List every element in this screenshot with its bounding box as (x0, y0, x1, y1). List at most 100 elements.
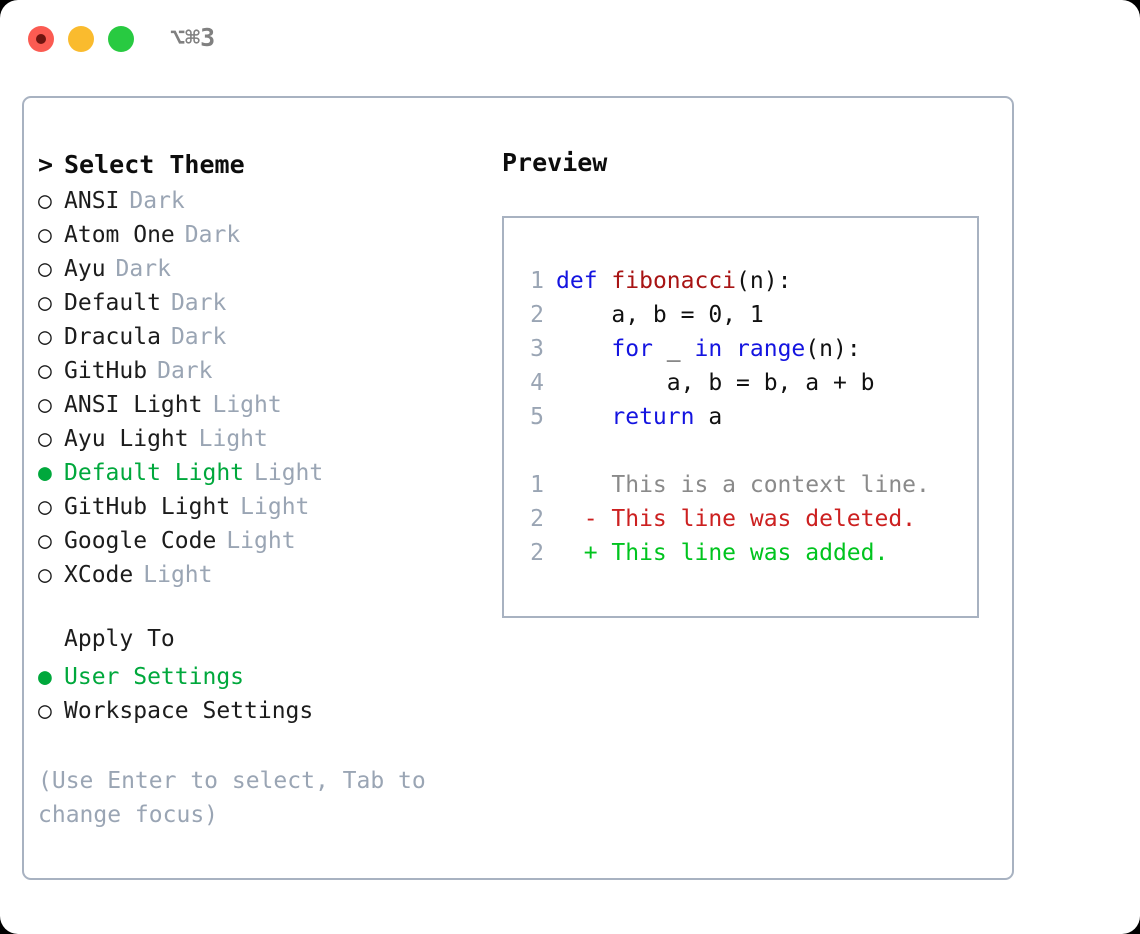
theme-name-label: XCode (64, 562, 134, 588)
prompt-caret-icon: > (38, 150, 54, 179)
preview-gap (518, 434, 930, 468)
apply-to-label: Workspace Settings (64, 698, 314, 724)
code-line: 3 for _ in range(n): (518, 332, 930, 366)
keyboard-shortcut-label: ⌥⌘3 (170, 23, 216, 52)
line-number: 1 (530, 472, 544, 498)
select-theme-header-label: Select Theme (64, 150, 245, 179)
theme-name-label: ANSI Light (64, 392, 203, 418)
code-token: fibonacci (611, 268, 737, 294)
code-indent (556, 302, 611, 328)
code-token: in (694, 336, 723, 362)
title-bar: ⌥⌘3 (0, 0, 1140, 78)
theme-name-label: ANSI (64, 188, 120, 214)
code-token: (n): (736, 268, 792, 294)
theme-list-item[interactable]: ● Default Light Light (38, 456, 493, 490)
radio-unselected-icon: ○ (38, 188, 52, 214)
radio-unselected-icon: ○ (38, 562, 52, 588)
code-token: return (611, 404, 695, 430)
apply-to-item[interactable]: ●User Settings (38, 660, 493, 694)
theme-category-tag: Light (198, 426, 268, 452)
theme-category-tag: Dark (157, 358, 213, 384)
apply-to-label: User Settings (64, 664, 245, 690)
line-number: 1 (530, 268, 544, 294)
radio-unselected-icon: ○ (38, 358, 52, 384)
theme-name-label: Default (64, 290, 161, 316)
theme-category-tag: Dark (115, 256, 171, 282)
theme-list-item[interactable]: ○ ANSI Dark (38, 184, 493, 218)
select-theme-header: > Select Theme (38, 148, 493, 184)
code-line: 2 a, b = 0, 1 (518, 298, 930, 332)
maximize-button-icon[interactable] (108, 26, 134, 52)
diff-text: This line was deleted. (597, 506, 917, 532)
apply-to-header: Apply To (38, 626, 493, 660)
radio-selected-icon: ● (38, 460, 52, 486)
keyboard-hint-text: (Use Enter to select, Tab to change focu… (38, 768, 426, 828)
theme-name-label: Ayu (64, 256, 106, 282)
code-token (598, 268, 612, 294)
close-button-icon[interactable] (28, 26, 54, 52)
theme-category-tag: Dark (170, 290, 227, 316)
theme-category-tag: Dark (170, 324, 227, 350)
theme-name-label: Default Light (64, 460, 245, 486)
apply-to-item[interactable]: ○ Workspace Settings (38, 694, 493, 728)
theme-list-item[interactable]: ○ ANSI Light Light (38, 388, 493, 422)
radio-unselected-icon: ○ (38, 426, 52, 452)
code-token: a (694, 404, 723, 430)
diff-sign: + (556, 540, 598, 566)
minimize-button-icon[interactable] (68, 26, 94, 52)
radio-unselected-icon: ○ (38, 256, 52, 282)
theme-name-label: Dracula (64, 324, 161, 350)
theme-category-tag: Light (226, 528, 296, 554)
diff-sign: - (556, 506, 598, 532)
code-indent (556, 404, 611, 430)
theme-list-item[interactable]: ○ Ayu Dark (38, 252, 493, 286)
diff-line: 2 + This line was added. (518, 536, 930, 570)
code-line: 4 a, b = b, a + b (518, 366, 930, 400)
diff-line: 2 - This line was deleted. (518, 502, 930, 536)
diff-sign (556, 472, 598, 498)
line-number: 5 (530, 404, 544, 430)
radio-unselected-icon: ○ (38, 494, 52, 520)
line-number: 4 (530, 370, 544, 396)
radio-unselected-icon: ○ (38, 392, 52, 418)
code-token (722, 336, 736, 362)
line-number: 2 (530, 302, 544, 328)
theme-list-item[interactable]: ○ GitHub Light Light (38, 490, 493, 524)
list-spacer (38, 592, 493, 626)
theme-name-label: GitHub Light (64, 494, 231, 520)
code-token: range (736, 336, 806, 362)
theme-category-tag: Light (254, 460, 324, 486)
diff-text: This is a context line. (597, 472, 930, 498)
theme-name-label: Atom One (64, 222, 175, 248)
theme-category-tag: Dark (129, 188, 185, 214)
radio-unselected-icon: ○ (38, 528, 52, 554)
line-number: 2 (530, 506, 544, 532)
code-token: for (611, 336, 653, 362)
code-token: (n): (805, 336, 861, 362)
theme-category-tag: Light (240, 494, 310, 520)
radio-unselected-icon: ○ (38, 222, 52, 248)
theme-name-label: Google Code (64, 528, 217, 554)
apply-to-list: ●User Settings ○ Workspace Settings (38, 660, 493, 728)
apply-to-header-label: Apply To (64, 626, 175, 652)
radio-unselected-icon: ○ (38, 698, 52, 724)
code-token: def (556, 268, 598, 294)
theme-list-item[interactable]: ○ Google Code Light (38, 524, 493, 558)
theme-category-tag: Light (212, 392, 282, 418)
diff-text: This line was added. (597, 540, 889, 566)
code-token: _ (652, 336, 695, 362)
line-number: 2 (530, 540, 544, 566)
code-indent (556, 370, 667, 396)
